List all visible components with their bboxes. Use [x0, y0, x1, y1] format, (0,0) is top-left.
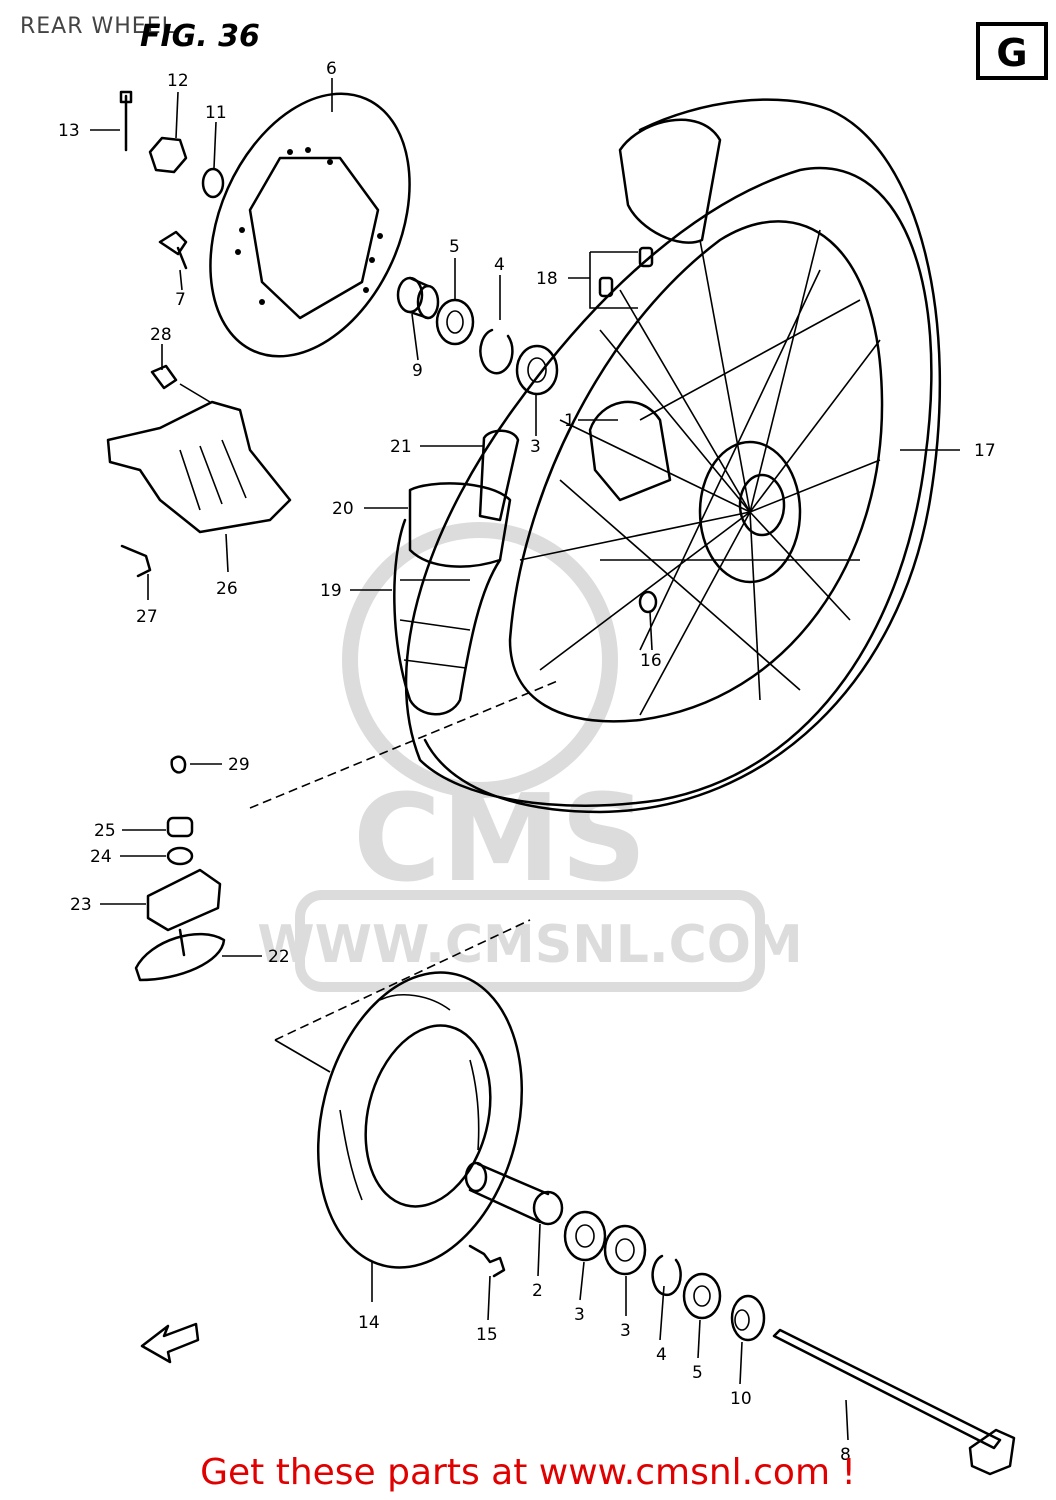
part-number: 10	[730, 1389, 752, 1409]
part-number: 24	[90, 847, 112, 867]
part-number: 6	[326, 59, 337, 79]
guard-bolt-icon	[120, 364, 178, 578]
bearing-icon	[563, 1210, 607, 1262]
axle-collar-icon	[464, 1161, 564, 1226]
part-number: 1	[564, 411, 575, 431]
part-number: 19	[320, 581, 342, 601]
rim-lock-block-icon	[146, 868, 222, 932]
oil-seal-icon	[682, 1272, 722, 1320]
part-number: 5	[449, 237, 460, 257]
inner-tube-icon	[393, 482, 512, 716]
sprocket-bolt-icon	[468, 1244, 506, 1278]
part-number: 23	[70, 895, 92, 915]
part-number: 17	[974, 441, 996, 461]
rear-sprocket-icon	[316, 971, 524, 1269]
circlip-icon	[479, 328, 514, 375]
arrow-left-icon	[140, 1322, 200, 1364]
washer-icon	[201, 167, 225, 199]
figure-number: FIG. 36	[140, 19, 260, 54]
region-badge: G	[976, 22, 1048, 80]
part-number: 7	[175, 290, 186, 310]
watermark: CMS WWW.CMSNL.COM	[257, 522, 803, 992]
part-number: 28	[150, 325, 172, 345]
valve-cap-icon	[170, 755, 187, 774]
bolt-icon	[119, 90, 133, 152]
rim-lock-plate-icon	[134, 928, 226, 982]
leader-lines	[90, 78, 960, 1441]
part-number: 21	[390, 437, 412, 457]
part-number: 3	[574, 1305, 585, 1325]
part-number: 5	[692, 1363, 703, 1383]
part-number: 26	[216, 579, 238, 599]
part-number: 18	[536, 269, 558, 289]
rear-wheel-icon	[404, 98, 942, 814]
watermark-url: WWW.CMSNL.COM	[257, 915, 802, 975]
part-number: 20	[332, 499, 354, 519]
part-number: 11	[205, 103, 227, 123]
part-number: 8	[840, 1445, 851, 1465]
circlip-icon	[651, 1254, 682, 1297]
part-number: 16	[640, 651, 662, 671]
get-parts-link[interactable]: Get these parts at www.cmsnl.com !	[200, 1452, 856, 1493]
part-number: 3	[530, 437, 541, 457]
part-number: 15	[476, 1325, 498, 1345]
sprocket-guard-icon	[106, 400, 292, 534]
nut-icon	[148, 136, 188, 174]
part-number: 3	[620, 1321, 631, 1341]
bearing-icon	[515, 344, 559, 396]
rear-axle-icon	[772, 1328, 1016, 1476]
part-number: 4	[656, 1345, 667, 1365]
spacer-icon	[396, 276, 440, 320]
spacer-icon	[730, 1294, 766, 1342]
spoke-nipple-icon	[598, 246, 654, 298]
part-number: 25	[94, 821, 116, 841]
part-number: 29	[228, 755, 250, 775]
part-labels: 13 12 11 6 7 28 5 4 9 3 1 21 20 19 26 27…	[58, 59, 996, 1465]
rim-lock-nut-icon	[638, 590, 658, 614]
rim-band-icon	[478, 429, 520, 522]
bearing-icon	[603, 1224, 647, 1276]
brake-disc-icon	[209, 92, 411, 358]
part-number: 4	[494, 255, 505, 275]
page-title: REAR WHEEL	[20, 14, 175, 39]
part-number: 27	[136, 607, 158, 627]
part-number: 12	[167, 71, 189, 91]
part-number: 22	[268, 947, 290, 967]
bearing-icon	[435, 298, 475, 346]
valve-washer-icon	[166, 846, 194, 866]
part-number: 2	[532, 1281, 543, 1301]
disc-bolt-icon	[158, 230, 188, 270]
part-number: 13	[58, 121, 80, 141]
valve-nut-icon	[166, 816, 194, 838]
part-number: 14	[358, 1313, 380, 1333]
watermark-brand: CMS	[353, 770, 647, 909]
region-badge-letter: G	[996, 31, 1027, 75]
part-number: 9	[412, 361, 423, 381]
